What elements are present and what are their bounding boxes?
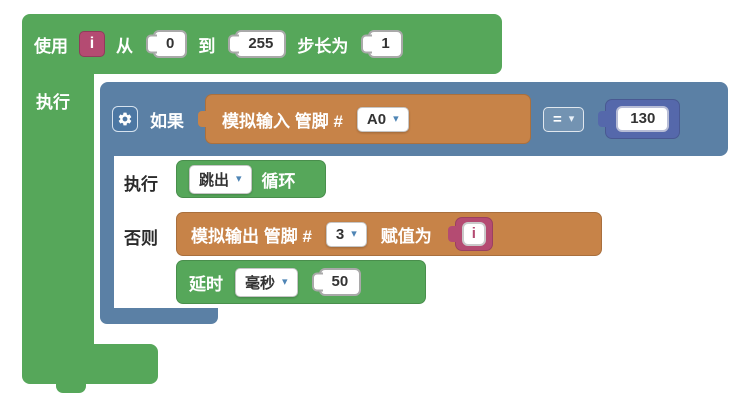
analog-read-pin-dropdown[interactable]: A0 ▾	[356, 106, 409, 132]
analog-write-block[interactable]: 模拟输出 管脚 # 3 ▾ 赋值为 i	[176, 212, 602, 256]
chevron-down-icon: ▾	[568, 112, 575, 125]
gear-icon	[117, 111, 133, 127]
compare-operator-dropdown[interactable]: = ▾	[543, 106, 585, 132]
analog-read-label: 模拟输入 管脚 #	[222, 111, 343, 131]
loop-variable-dropdown[interactable]: i	[79, 31, 105, 57]
break-action-value: 跳出	[199, 171, 230, 189]
for-loop-block-header[interactable]: 使用 i 从 0 到 255 步长为 1	[22, 14, 502, 74]
delay-label: 延时	[189, 274, 223, 294]
from-value-field[interactable]: 0	[153, 30, 188, 58]
to-value-field[interactable]: 255	[235, 30, 287, 58]
number-block[interactable]: 130	[605, 99, 681, 139]
break-action-dropdown[interactable]: 跳出 ▾	[189, 164, 252, 194]
if-block-spine[interactable]	[100, 156, 114, 308]
break-suffix-label: 循环	[261, 171, 296, 191]
variable-block[interactable]: i	[454, 217, 493, 251]
analog-write-label: 模拟输出 管脚 #	[191, 226, 312, 246]
analog-read-pin-value: A0	[366, 110, 387, 128]
step-label: 步长为	[297, 36, 349, 56]
if-else-label: 否则	[124, 229, 158, 248]
chevron-down-icon: ▾	[282, 275, 288, 288]
analog-read-block[interactable]: 模拟输入 管脚 # A0 ▾	[205, 94, 531, 144]
analog-write-pin-value: 3	[335, 225, 345, 243]
chevron-down-icon: ▾	[351, 227, 357, 240]
compare-operator-value: =	[553, 110, 562, 128]
mutator-gear-button[interactable]	[112, 106, 138, 132]
chevron-down-icon: ▾	[393, 112, 399, 125]
next-connector-tab	[56, 384, 86, 393]
delay-unit-dropdown[interactable]: 毫秒 ▾	[235, 267, 298, 297]
delay-unit-value: 毫秒	[245, 274, 276, 292]
if-do-label: 执行	[124, 175, 158, 194]
loop-do-label: 执行	[36, 93, 70, 112]
variable-value: i	[461, 222, 486, 246]
if-label: 如果	[150, 111, 184, 131]
if-block-header[interactable]: 如果 模拟输入 管脚 # A0 ▾ = ▾ 130	[100, 82, 728, 156]
assign-label: 赋值为	[380, 226, 432, 246]
step-value-field[interactable]: 1	[368, 30, 403, 58]
use-label: 使用	[34, 36, 68, 56]
for-loop-block-bottom[interactable]	[22, 344, 158, 384]
if-block-bottom[interactable]	[100, 308, 218, 324]
to-label: 到	[198, 36, 216, 56]
chevron-down-icon: ▾	[236, 172, 242, 185]
for-loop-block-spine[interactable]: 执行	[22, 74, 94, 344]
break-block[interactable]: 跳出 ▾ 循环	[176, 160, 326, 198]
analog-write-pin-dropdown[interactable]: 3 ▾	[325, 221, 367, 247]
from-label: 从	[116, 36, 133, 56]
delay-value-field[interactable]: 50	[318, 268, 362, 296]
delay-block[interactable]: 延时 毫秒 ▾ 50	[176, 260, 426, 304]
number-value-field[interactable]: 130	[616, 106, 670, 132]
